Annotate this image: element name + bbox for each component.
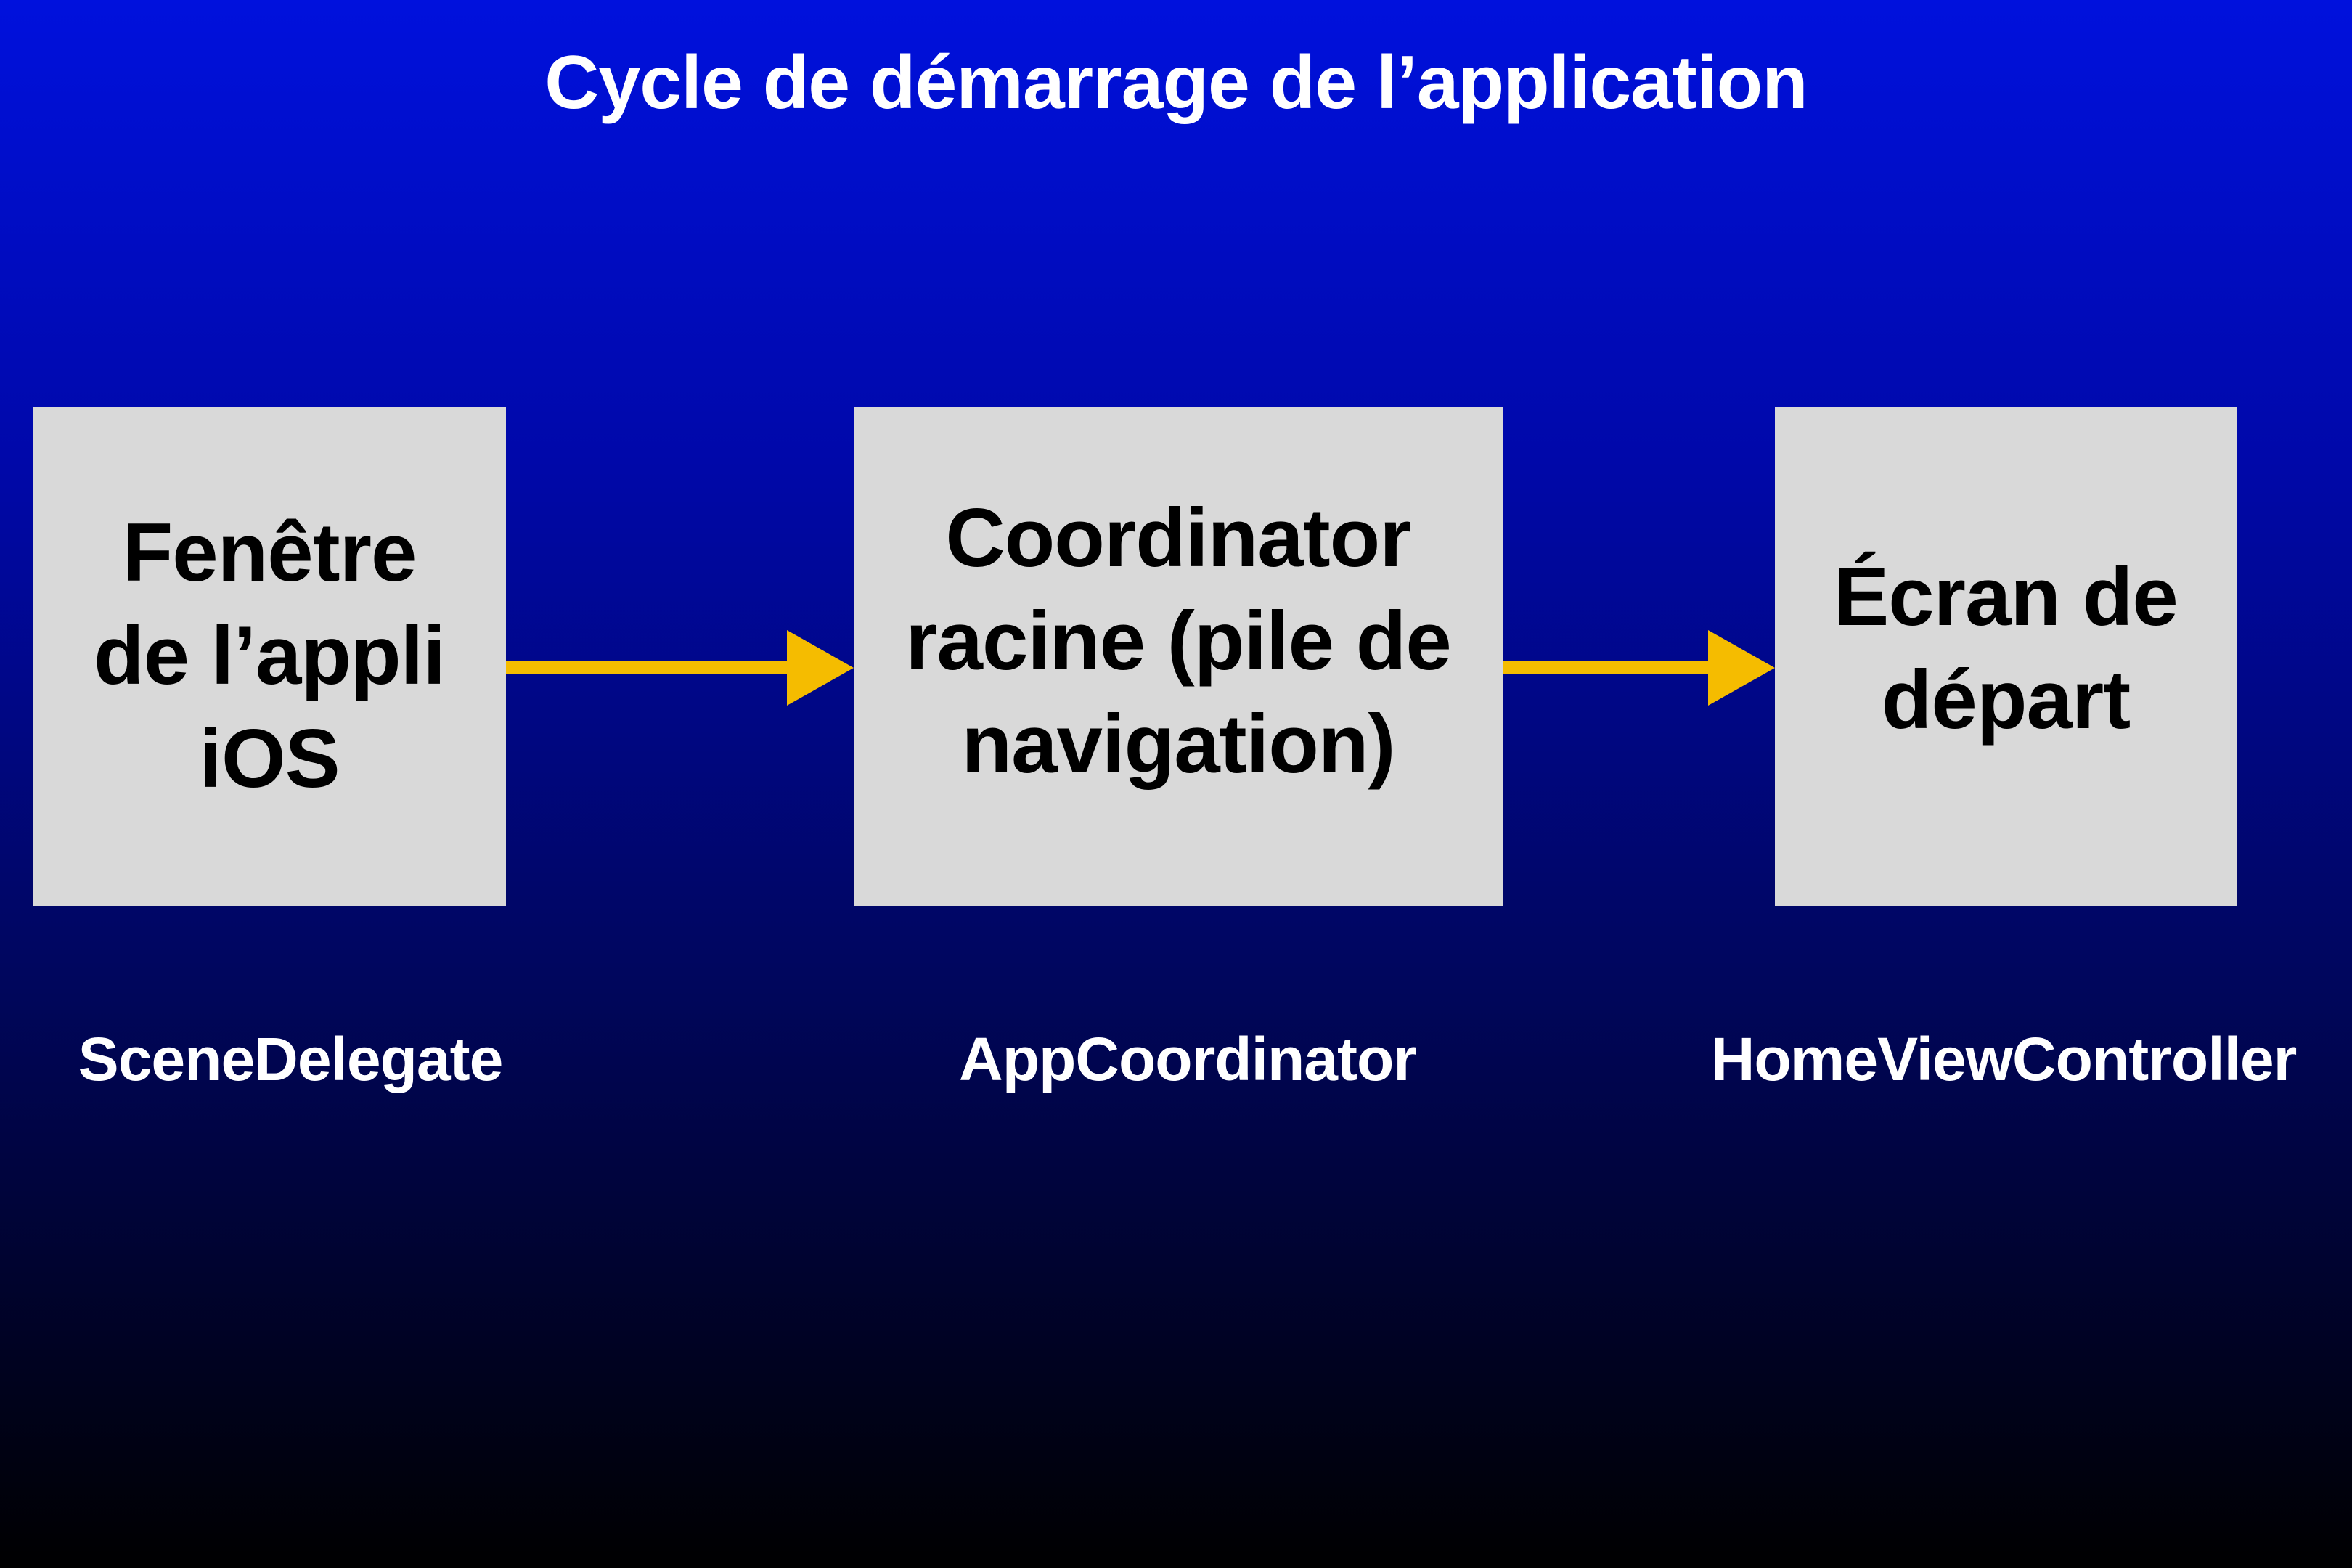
node-root-coordinator-label: Coordinator racine (pile de navigation) bbox=[905, 487, 1452, 796]
node-label-line: Coordinator bbox=[945, 492, 1411, 584]
node-label-line: de l’appli bbox=[93, 610, 446, 702]
diagram-title: Cycle de démarrage de l’application bbox=[544, 41, 1808, 125]
node-app-window: Fenêtre de l’appli iOS bbox=[33, 407, 506, 906]
node-label-line: navigation) bbox=[961, 698, 1395, 791]
arrow-window-to-coordinator bbox=[506, 630, 854, 706]
node-label-line: Écran de bbox=[1834, 551, 2179, 643]
caption-home-view-controller: HomeViewController bbox=[1710, 1025, 2298, 1093]
arrow-coordinator-to-home bbox=[1503, 630, 1775, 706]
node-root-coordinator: Coordinator racine (pile de navigation) bbox=[854, 407, 1503, 906]
caption-app-coordinator: AppCoordinator bbox=[959, 1025, 1417, 1093]
arrow-1-head bbox=[787, 630, 854, 706]
node-label-line: départ bbox=[1881, 654, 2131, 746]
caption-scene-delegate: SceneDelegate bbox=[78, 1025, 504, 1093]
node-app-window-label: Fenêtre de l’appli iOS bbox=[93, 502, 446, 811]
node-label-line: racine (pile de bbox=[905, 595, 1452, 687]
node-start-screen-label: Écran de départ bbox=[1834, 546, 2179, 752]
node-label-line: Fenêtre bbox=[122, 507, 417, 599]
node-start-screen: Écran de départ bbox=[1775, 407, 2237, 906]
arrow-2-head bbox=[1708, 630, 1775, 706]
node-label-line: iOS bbox=[199, 713, 340, 805]
